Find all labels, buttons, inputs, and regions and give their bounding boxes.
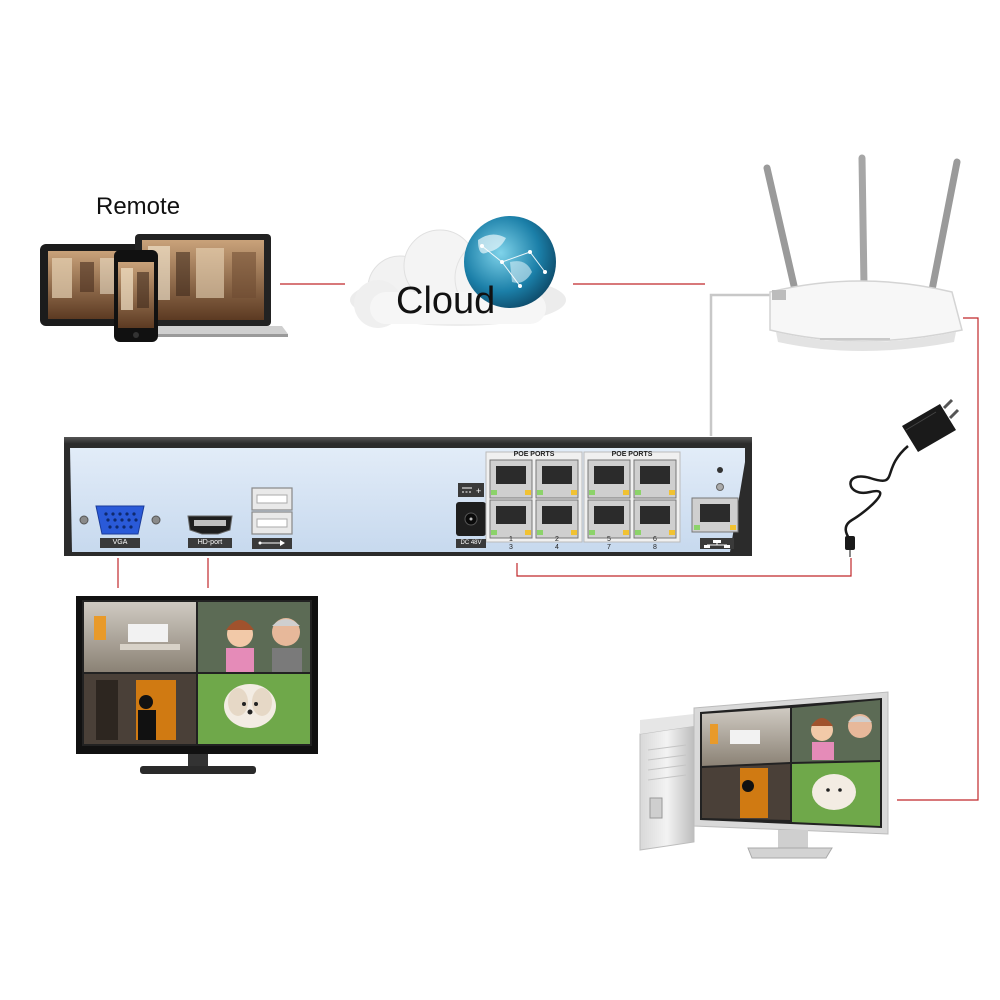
desktop-pc-icon (639, 714, 695, 851)
power-adapter-icon (844, 398, 960, 557)
poe-port-block-right (583, 451, 681, 543)
pc-monitor-icon (693, 691, 889, 859)
connector-lines (117, 283, 979, 801)
port-number: 8 (653, 544, 657, 551)
poe-ports-label-right: POE PORTS (611, 451, 653, 458)
usb-icon (252, 538, 292, 549)
line-poe-adapter (516, 558, 852, 577)
usb-ports (251, 487, 293, 535)
dc-power-jack: + (456, 483, 486, 536)
cloud-label: Cloud (396, 280, 496, 322)
port-number: 7 (607, 544, 611, 551)
remote-label: Remote (96, 193, 181, 220)
svg-text:+: + (476, 486, 481, 496)
remote-devices (40, 234, 288, 342)
network-icon (700, 538, 734, 549)
port-number: 6 (653, 536, 657, 543)
poe-ports-label-left: POE PORTS (513, 451, 555, 458)
monitor-icon (76, 596, 318, 774)
screw-icon (151, 515, 161, 525)
lan-cable (709, 293, 772, 436)
port-number: 5 (607, 536, 611, 543)
vga-label: VGA (100, 538, 140, 548)
port-number: 1 (509, 536, 513, 543)
port-number: 3 (509, 544, 513, 551)
poe-port-block-left (485, 451, 583, 543)
line-router-pc (897, 317, 979, 801)
hdmi-label: HD-port (188, 538, 232, 548)
port-number: 4 (555, 544, 559, 551)
dc-label: DC 48V (456, 539, 486, 548)
hdmi-port (187, 515, 233, 535)
nvr-device: + (64, 437, 752, 556)
lan-port (691, 467, 739, 533)
vga-port (95, 505, 145, 535)
router-icon (763, 154, 963, 351)
phone-icon (114, 250, 158, 342)
globe-icon (464, 216, 556, 308)
port-number: 2 (555, 536, 559, 543)
screw-icon (79, 515, 89, 525)
